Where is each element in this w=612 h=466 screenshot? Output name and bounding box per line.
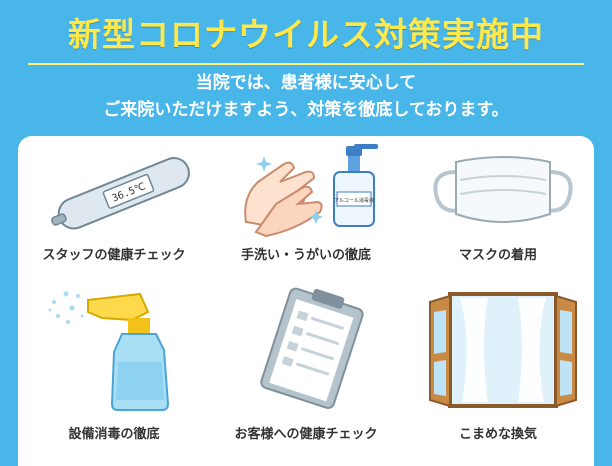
subtitle-line-1: 当院では、患者様に安心して <box>195 73 417 93</box>
measure-customer-health-check: お客様への健康チェック <box>210 276 402 442</box>
open-window-icon <box>429 292 577 408</box>
measure-label: 手洗い・うがいの徹底 <box>240 248 371 263</box>
hand-sanitizer-icon: アルコール消毒液 <box>244 144 378 237</box>
clipboard-icon <box>260 287 364 409</box>
subtitle: 当院では、患者様に安心して ご来院いただけますよう、対策を徹底しております。 <box>0 70 612 124</box>
measures-panel: 36.5℃ スタッフの健康チェック アルコール消毒液 手洗い・うがいの徹底 <box>18 136 594 466</box>
spray-bottle-icon <box>48 291 170 411</box>
mask-icon <box>433 156 573 223</box>
measure-label: マスクの着用 <box>458 248 537 263</box>
measure-label: こまめな換気 <box>458 427 537 442</box>
measure-ventilation: こまめな換気 <box>402 276 594 442</box>
measure-label: お客様への健康チェック <box>234 427 378 442</box>
measure-staff-health-check: 36.5℃ スタッフの健康チェック <box>18 136 210 296</box>
measure-mask: マスクの着用 <box>402 136 594 296</box>
measure-label: スタッフの健康チェック <box>42 248 186 263</box>
measure-label: 設備消毒の徹底 <box>68 427 160 442</box>
title-divider <box>28 63 584 65</box>
bottle-label: アルコール消毒液 <box>334 197 374 204</box>
thermometer-icon: 36.5℃ <box>51 157 190 230</box>
subtitle-line-2: ご来院いただけますよう、対策を徹底しております。 <box>103 100 509 120</box>
measure-handwashing: アルコール消毒液 手洗い・うがいの徹底 <box>210 136 402 296</box>
measure-facility-disinfection: 設備消毒の徹底 <box>18 276 210 442</box>
page-title: 新型コロナウイルス対策実施中 <box>68 15 544 54</box>
